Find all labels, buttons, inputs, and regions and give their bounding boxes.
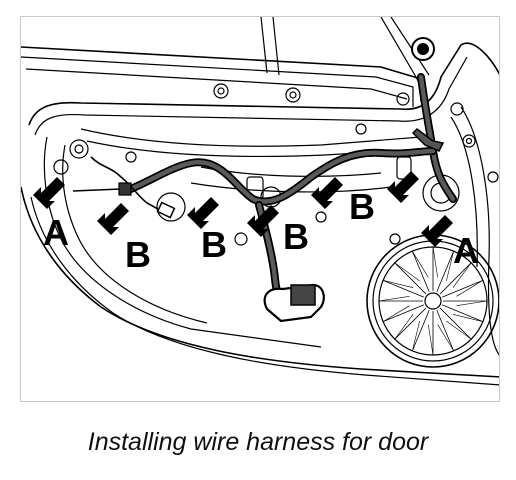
arrow-b-1 — [97, 203, 129, 235]
arrow-a-left — [33, 177, 65, 209]
label-a-right: A — [453, 230, 479, 271]
label-a-left: A — [43, 212, 69, 253]
label-b-4: B — [349, 186, 375, 227]
door-wiring-diagram: A B B B B A — [20, 16, 500, 402]
panel-fasteners — [53, 83, 499, 246]
arrow-a-right — [421, 215, 453, 247]
label-b-2: B — [201, 224, 227, 265]
callout-arrows — [33, 171, 453, 247]
arrow-b-5 — [387, 171, 419, 203]
figure-caption: Installing wire harness for door — [87, 428, 429, 456]
label-b-1: B — [125, 234, 151, 275]
speaker-grille — [366, 234, 499, 368]
door-frame-outline — [21, 17, 499, 386]
arrow-b-4 — [311, 177, 343, 209]
arrow-b-2 — [187, 197, 219, 229]
label-b-3: B — [283, 216, 309, 257]
arrow-b-3 — [247, 205, 279, 237]
